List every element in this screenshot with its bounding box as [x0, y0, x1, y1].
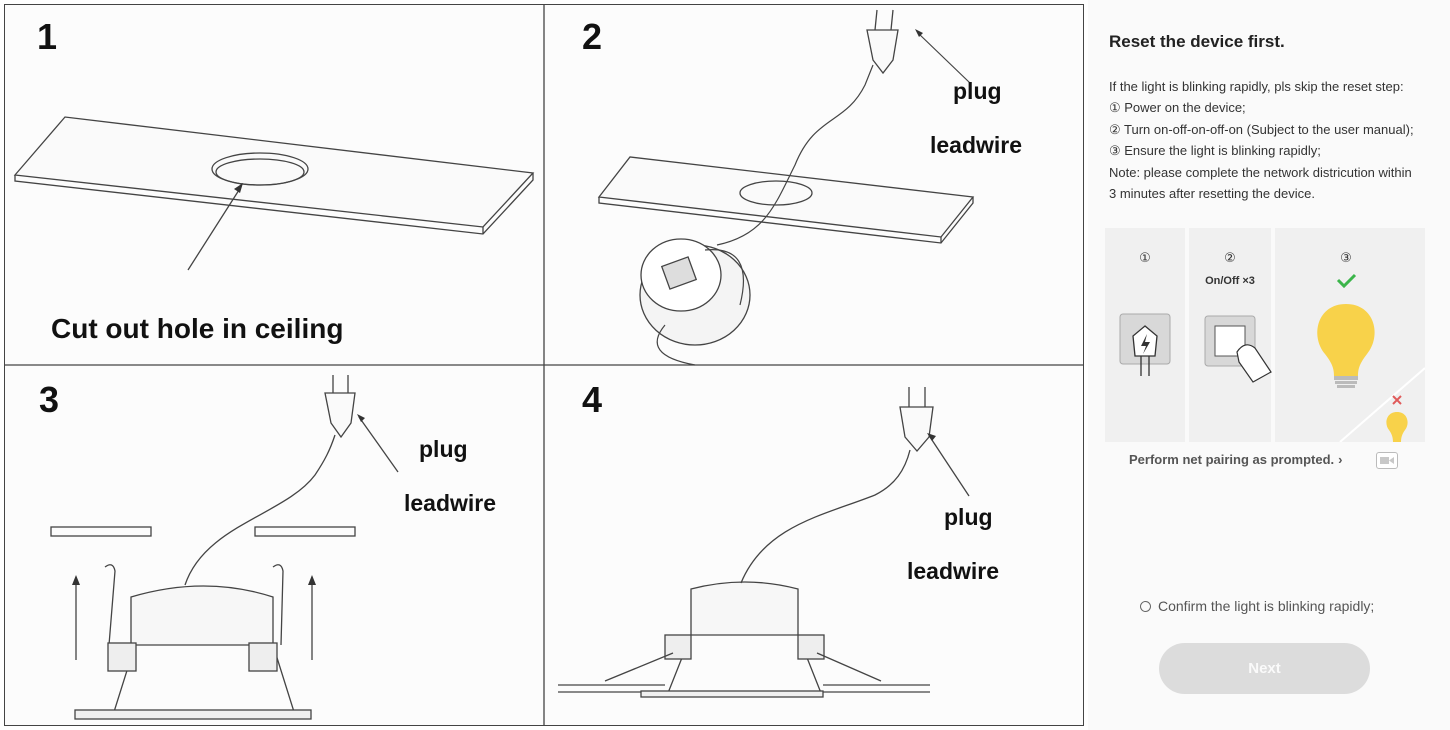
net-pairing-link[interactable]: Perform net pairing as prompted.›	[1129, 452, 1343, 467]
instruction-line: Note: please complete the network distri…	[1109, 164, 1412, 180]
reset-instructions: If the light is blinking rapidly, pls sk…	[1109, 76, 1439, 204]
panel-3-leadwire-label: leadwire	[404, 490, 496, 516]
panel-2: 2 plug lea	[582, 9, 1022, 366]
panel-1-number: 1	[37, 16, 57, 57]
reset-panel: Reset the device first. If the light is …	[1088, 0, 1450, 730]
plug-icon-2	[866, 9, 899, 75]
net-pairing-label: Perform net pairing as prompted.	[1129, 452, 1335, 467]
installation-diagram: 1 Cut out hole in ceiling 2	[4, 4, 1084, 726]
plug-icon-3	[324, 375, 356, 439]
panel-1-caption: Cut out hole in ceiling	[51, 313, 343, 344]
next-button[interactable]: Next	[1159, 643, 1370, 694]
confirm-label: Confirm the light is blinking rapidly;	[1158, 598, 1375, 614]
video-icon[interactable]	[1376, 452, 1398, 469]
switch-press-icon	[1204, 315, 1272, 383]
plug-icon-4	[899, 387, 934, 452]
check-icon	[1336, 273, 1357, 289]
panel-4-leadwire-label: leadwire	[907, 558, 999, 584]
step-1-marker: ①	[1139, 251, 1151, 266]
confirm-blinking-option[interactable]: Confirm the light is blinking rapidly;	[1140, 598, 1374, 614]
step-2-marker: ②	[1224, 251, 1236, 266]
panel-3-plug-label: plug	[419, 436, 468, 462]
chevron-right-icon: ›	[1338, 452, 1343, 467]
installation-steps-svg: 1 Cut out hole in ceiling 2	[5, 5, 1083, 725]
panel-2-number: 2	[582, 16, 602, 57]
panel-3: 3 plug lea	[39, 375, 496, 720]
reset-title: Reset the device first.	[1109, 32, 1285, 51]
panel-4-number: 4	[582, 379, 602, 420]
instruction-line: ① Power on the device;	[1109, 100, 1246, 116]
instruction-line: 3 minutes after resetting the device.	[1109, 186, 1315, 202]
instruction-line: If the light is blinking rapidly, pls sk…	[1109, 79, 1404, 94]
small-bulb-icon	[1386, 412, 1408, 442]
reset-steps-illustration: ① ② On/Off ×3 ③	[1105, 228, 1425, 442]
instruction-line: ③ Ensure the light is blinking rapidly;	[1109, 143, 1321, 159]
panel-4: 4 plug leadwire	[558, 379, 999, 698]
step-3-marker: ③	[1340, 251, 1352, 266]
panel-3-number: 3	[39, 379, 59, 420]
panel-1: 1 Cut out hole in ceiling	[13, 16, 535, 344]
power-plug-icon	[1119, 313, 1171, 376]
step-2-label: On/Off ×3	[1205, 275, 1255, 287]
instruction-line: ② Turn on-off-on-off-on (Subject to the …	[1109, 121, 1414, 137]
panel-2-leadwire-label: leadwire	[930, 132, 1022, 158]
cross-icon	[1392, 395, 1402, 405]
confirm-radio[interactable]	[1140, 600, 1151, 612]
bulb-icon	[1317, 304, 1375, 388]
panel-4-plug-label: plug	[944, 504, 993, 530]
panel-2-plug-label: plug	[953, 78, 1002, 104]
